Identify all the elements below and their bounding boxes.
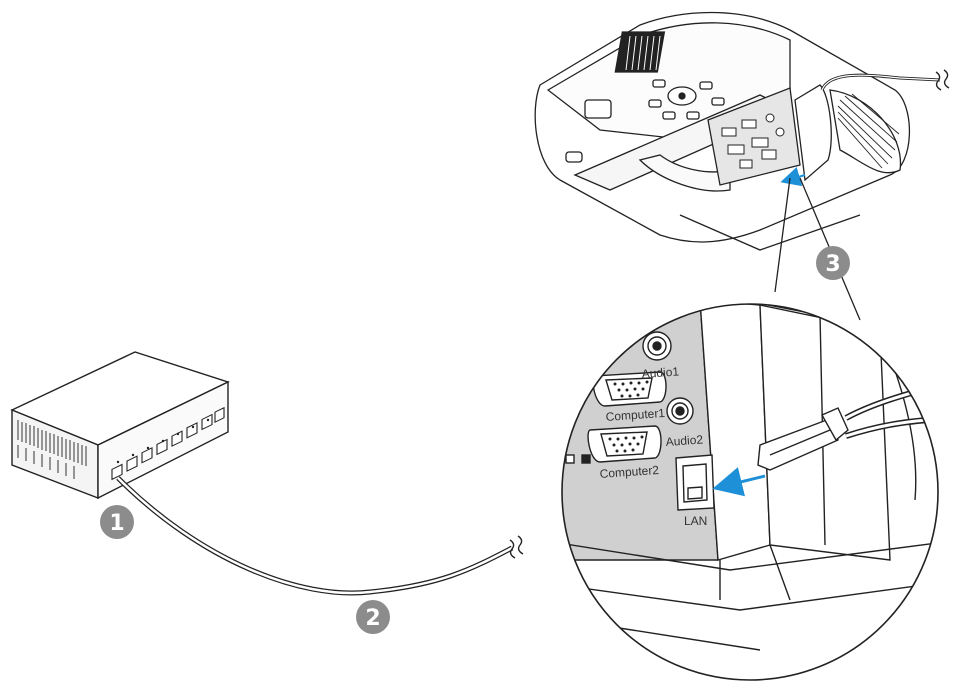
audio1-label: Audio1 xyxy=(641,364,680,381)
lan-port-zoom-view: Audio1 Computer1 Audio2 Computer2 LAN xyxy=(561,303,939,681)
computer2-label: Computer2 xyxy=(599,463,660,481)
projector-icon xyxy=(534,11,950,251)
network-hub-icon xyxy=(10,351,230,500)
step-badge-3: 3 xyxy=(816,246,850,280)
computer1-port xyxy=(592,371,667,407)
lan-label: LAN xyxy=(684,514,707,528)
step-badge-1: 1 xyxy=(100,505,134,539)
step-badge-2: 2 xyxy=(356,600,390,634)
insert-arrow xyxy=(712,467,766,497)
step-number-3: 3 xyxy=(825,252,840,277)
step-number-2: 2 xyxy=(365,606,380,631)
lan-plug xyxy=(757,377,938,471)
audio1-jack xyxy=(642,331,672,361)
lan-port xyxy=(675,454,715,511)
computer1-label: Computer1 xyxy=(605,406,666,424)
step-number-1: 1 xyxy=(109,511,124,536)
audio2-jack xyxy=(666,397,694,425)
computer2-port xyxy=(587,425,662,463)
lan-cable-icon xyxy=(116,476,524,596)
audio2-label: Audio2 xyxy=(665,432,704,449)
